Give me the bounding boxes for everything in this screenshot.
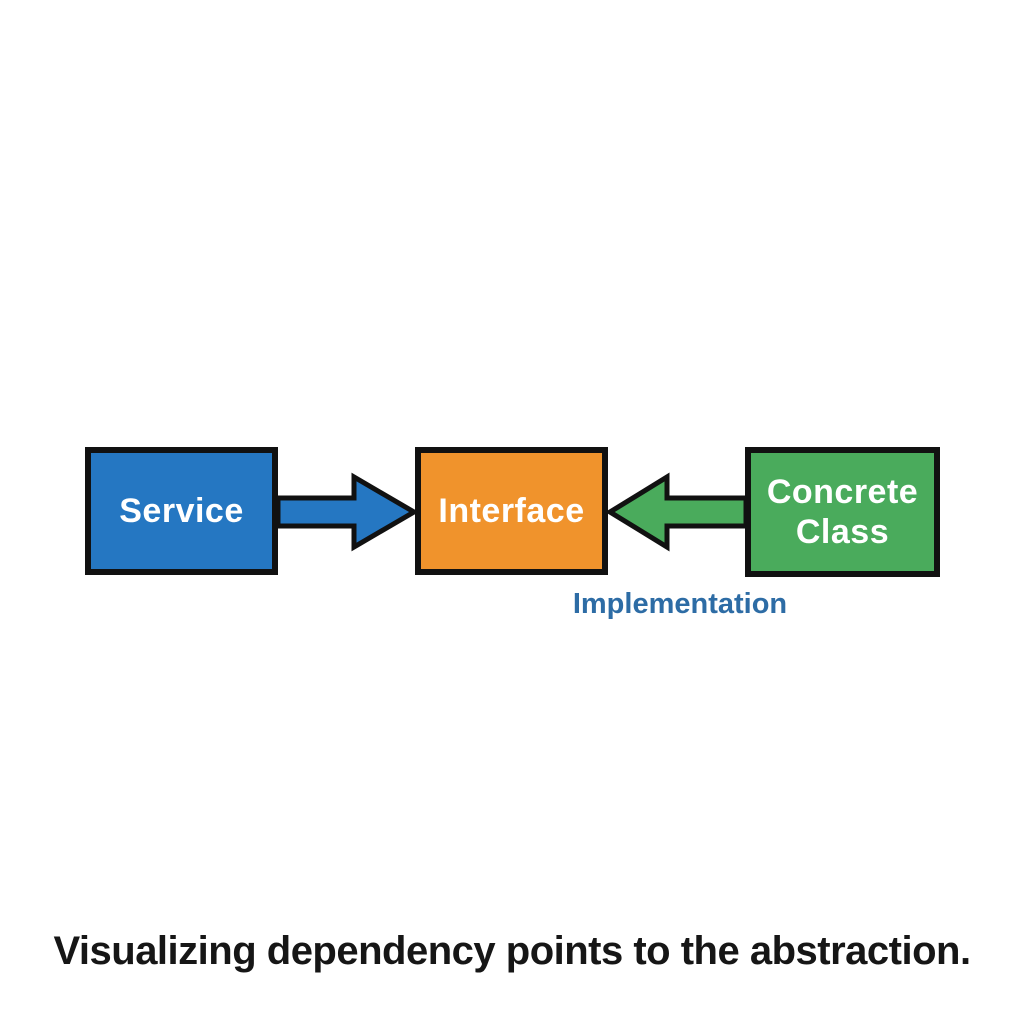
arrow-right-icon <box>276 472 417 552</box>
box-concrete-class-label: Concrete Class <box>766 473 919 551</box>
box-concrete-class: Concrete Class <box>745 447 940 577</box>
implementation-label: Implementation <box>572 588 788 620</box>
caption-text: Visualizing dependency points to the abs… <box>53 929 971 973</box>
arrow-concrete-to-interface <box>607 472 748 552</box>
arrow-service-to-interface <box>276 472 417 552</box>
arrow-left-icon <box>607 472 748 552</box>
box-service-label: Service <box>119 492 244 530</box>
box-interface: Interface <box>415 447 608 575</box>
box-service: Service <box>85 447 278 575</box>
box-interface-label: Interface <box>438 492 585 530</box>
